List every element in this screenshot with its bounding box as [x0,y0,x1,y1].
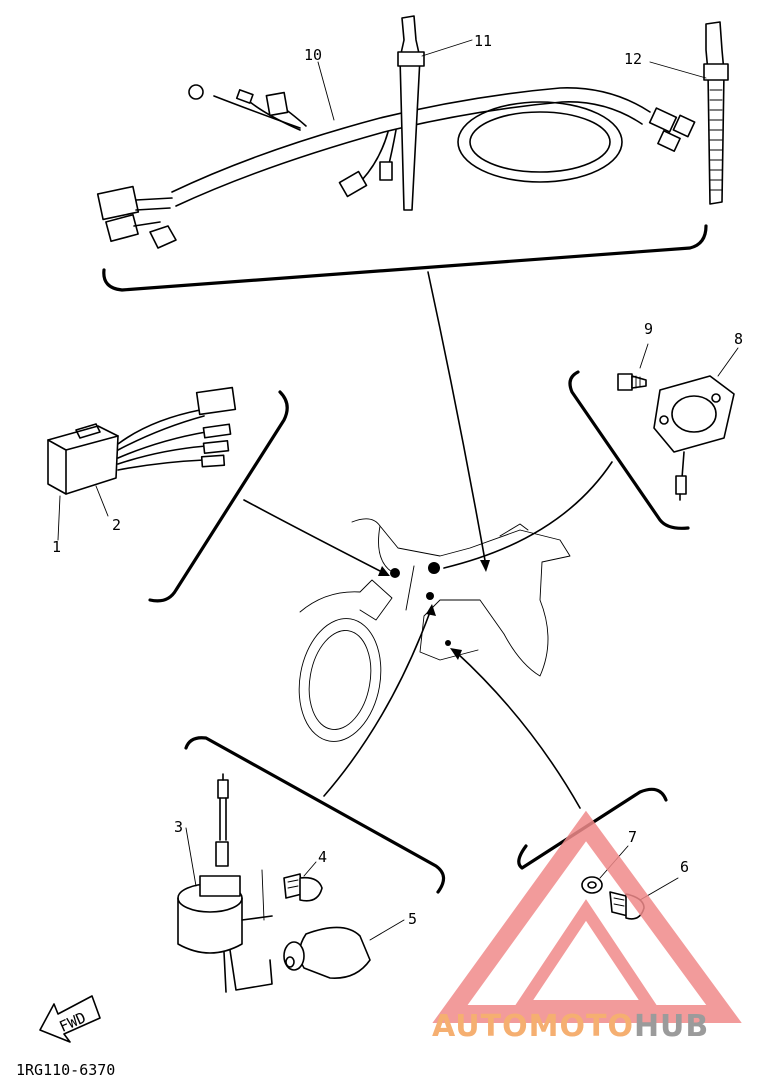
cable-tie-12 [705,21,725,205]
pointer-lines [243,271,613,809]
part-4-callout: 4 [318,848,327,866]
part-10-callout: 10 [304,46,322,64]
part-2-callout: 2 [112,516,121,534]
part-9-callout: 9 [644,320,653,338]
harness-group-bracket [102,224,708,292]
watermark-text-gray: HUB [634,1009,709,1044]
svg-text:AUTOMOTOHUB: AUTOMOTOHUB [432,1009,709,1044]
part-1-callout: 1 [52,538,61,556]
fwd-arrow-icon: FWD [39,995,101,1043]
part-2-group [47,386,289,603]
callout-labels: 1 2 3 4 5 6 7 8 9 10 11 12 [52,32,743,928]
part-7-callout: 7 [628,828,637,846]
part-6-callout: 6 [680,858,689,876]
watermark-triangle-logo [432,810,742,1023]
part-3-bracket [184,736,446,894]
automotohub-watermark: AUTOMOTOHUB [432,810,742,1044]
part-8-9-group [568,343,739,530]
part-8-bracket [568,370,690,530]
wire-harness-group [96,15,729,292]
cable-tie-11 [399,15,421,211]
part-3-5-group [177,736,446,993]
watermark-text-orange: AUTOMOTO [432,1009,634,1044]
part-8-callout: 8 [734,330,743,348]
drawing-code: 1RG110-6370 [16,1061,115,1079]
part-2-bracket [148,390,289,603]
part-5-callout: 5 [408,910,417,928]
part-12-callout: 12 [624,50,642,68]
wire-harness [171,87,651,193]
motorcycle-outline [298,518,571,742]
part-3-callout: 3 [174,818,183,836]
part-11-callout: 11 [474,32,492,50]
